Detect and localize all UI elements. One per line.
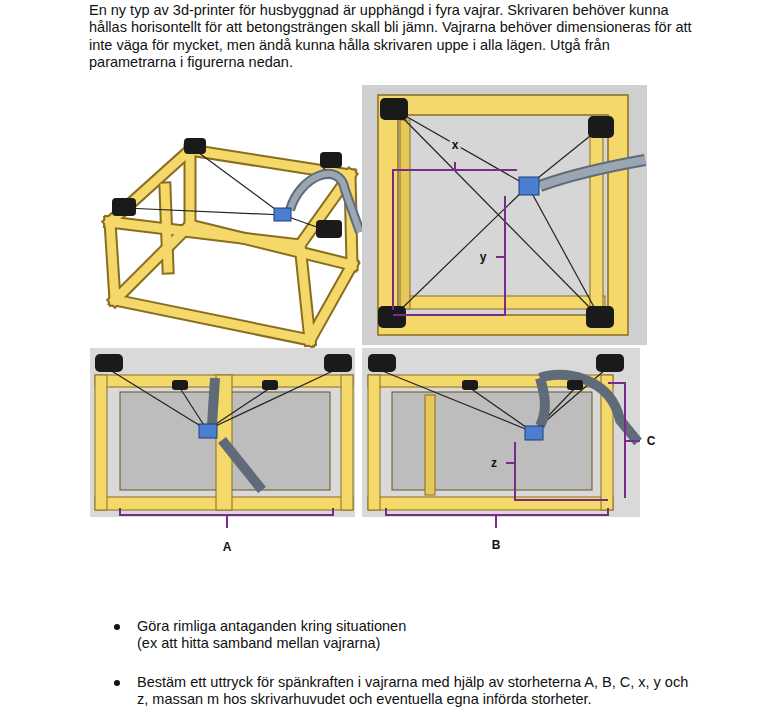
dimension-label: A [223,540,232,554]
dimension-label: y [478,250,489,264]
dimension-label: x [450,138,461,152]
dimension-label: C [647,434,656,448]
intro-text: En ny typ av 3d-printer för husbyggnad ä… [89,2,699,72]
perspective-view [110,138,360,340]
task-bullet: Bestäm ett uttryck för spänkraften i vaj… [137,674,697,709]
task-bullet: Göra rimliga antaganden kring situatione… [137,618,422,653]
side-view-a [90,348,355,528]
dimension-label: B [492,538,501,552]
side-view-b [362,348,640,528]
top-view [362,85,647,345]
bullet-dots [114,624,120,686]
dimension-label: z [489,456,499,470]
